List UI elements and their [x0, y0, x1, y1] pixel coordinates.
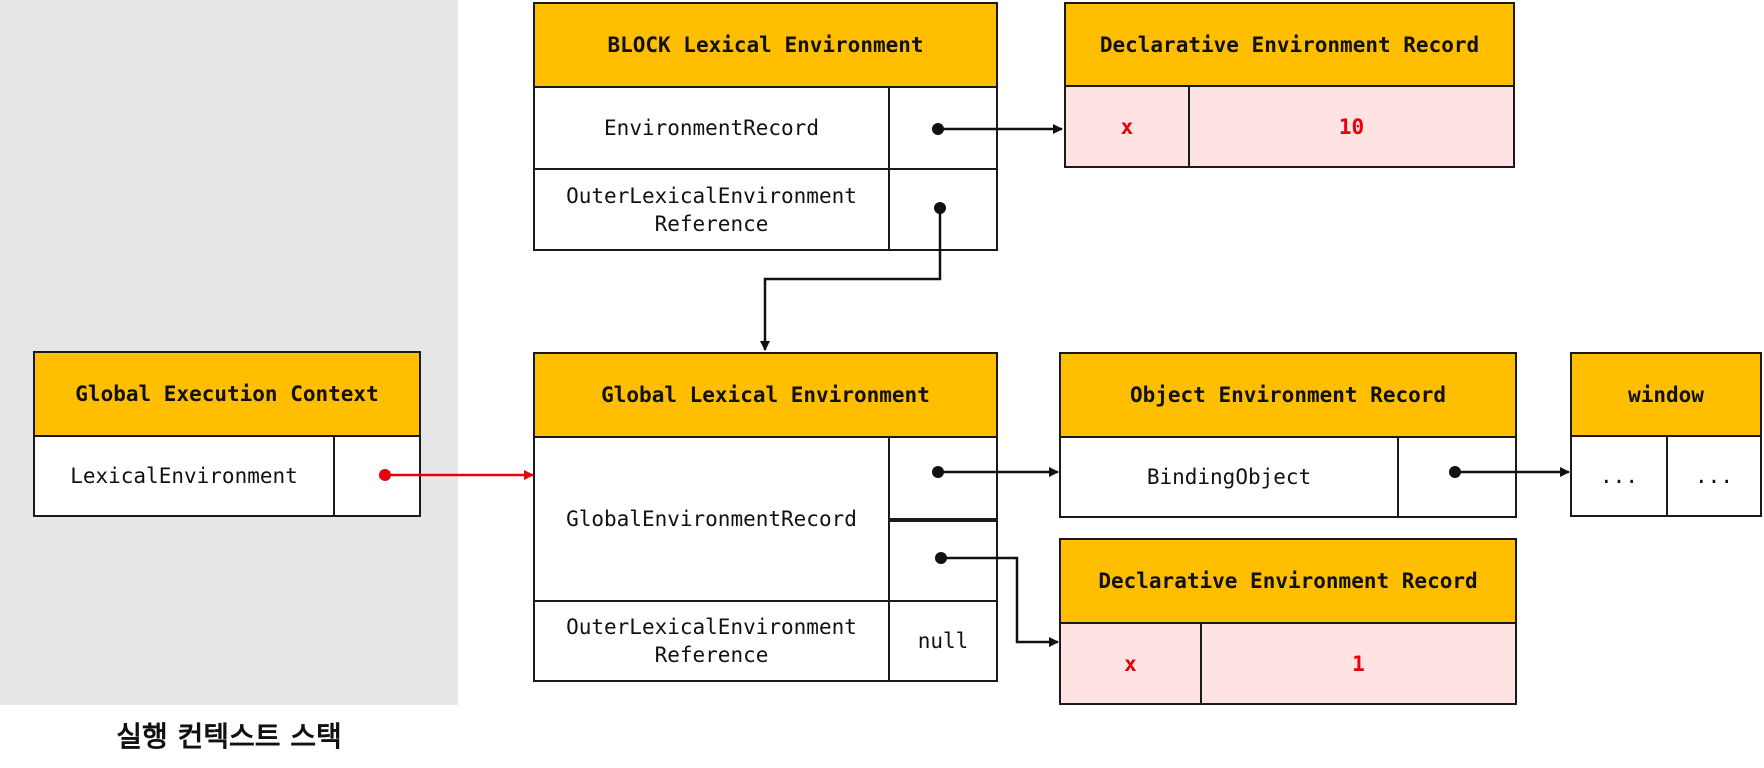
- block-lexical-environment-box: BLOCK Lexical Environment EnvironmentRec…: [533, 2, 998, 251]
- global-outer-reference-label-line2: Reference: [654, 643, 769, 667]
- global-binding-value: 1: [1202, 624, 1515, 703]
- block-outer-reference-label-line1: OuterLexicalEnvironment: [566, 183, 857, 208]
- object-record-pointer-cell: [890, 438, 996, 520]
- window-object-box: window ... ...: [1570, 352, 1762, 517]
- object-record-arrow: [932, 466, 1059, 478]
- window-object-title: window: [1572, 354, 1760, 437]
- block-outer-reference-label-line2: Reference: [654, 211, 769, 236]
- global-outer-reference-null: null: [917, 629, 969, 653]
- global-binding-key: x: [1061, 624, 1202, 703]
- block-outer-reference-arrow: [760, 202, 946, 351]
- binding-object-arrow: [1449, 466, 1570, 478]
- block-environment-record-pointer-cell: [890, 88, 996, 170]
- global-outer-reference-label: OuterLexicalEnvironment Reference: [535, 602, 890, 680]
- block-declarative-record-box: Declarative Environment Record x 10: [1064, 2, 1515, 168]
- block-binding-value: 10: [1190, 87, 1513, 166]
- binding-object-label: BindingObject: [1061, 438, 1399, 516]
- block-environment-record-label: EnvironmentRecord: [535, 88, 890, 170]
- global-lexical-environment-box: Global Lexical Environment GlobalEnviron…: [533, 352, 998, 682]
- window-property-cell-1: ...: [1572, 437, 1668, 515]
- global-lexical-environment-title: Global Lexical Environment: [535, 354, 996, 438]
- global-environment-record-label: GlobalEnvironmentRecord: [535, 438, 890, 602]
- block-lexical-environment-title: BLOCK Lexical Environment: [535, 4, 996, 88]
- global-execution-context-title: Global Execution Context: [35, 353, 419, 437]
- block-declarative-record-title: Declarative Environment Record: [1066, 4, 1513, 87]
- global-outer-reference-label-line1: OuterLexicalEnvironment: [566, 615, 857, 639]
- global-execution-context-box: Global Execution Context LexicalEnvironm…: [33, 351, 421, 517]
- object-environment-record-box: Object Environment Record BindingObject: [1059, 352, 1517, 518]
- declarative-record-arrow: [935, 552, 1059, 647]
- window-property-cell-2: ...: [1695, 464, 1733, 488]
- global-declarative-record-box: Declarative Environment Record x 1: [1059, 538, 1517, 705]
- lexical-environment-label: LexicalEnvironment: [35, 437, 335, 515]
- block-outer-reference-label: OuterLexicalEnvironment Reference: [535, 170, 890, 249]
- block-environment-record-arrow: [932, 123, 1063, 135]
- execution-context-stack-label: 실행 컨텍스트 스택: [116, 720, 342, 753]
- block-binding-key: x: [1066, 87, 1190, 166]
- global-declarative-record-title: Declarative Environment Record: [1061, 540, 1515, 624]
- object-environment-record-title: Object Environment Record: [1061, 354, 1515, 438]
- declarative-record-pointer-cell: [890, 520, 996, 602]
- lexical-environment-arrow: [379, 469, 534, 481]
